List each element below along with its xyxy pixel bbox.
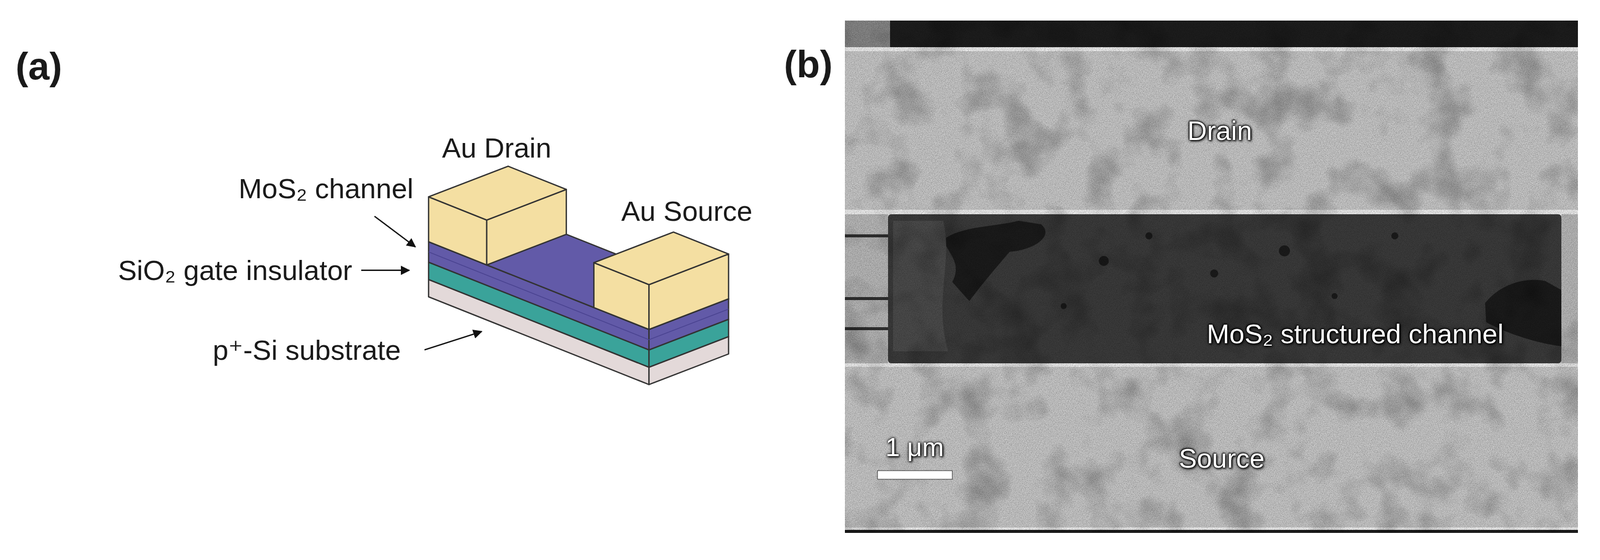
sem-mottle	[844, 20, 1578, 533]
source-top	[594, 231, 729, 285]
source-band: Source	[844, 366, 1578, 528]
region-label: Drain	[1187, 114, 1252, 147]
channel-band: MoS₂ structured channel	[844, 214, 1578, 364]
layer-name: MoS₂ channel	[238, 172, 414, 205]
leader-lines	[361, 216, 482, 350]
scale-label: 1 μm	[885, 432, 945, 463]
scale-bar	[877, 470, 953, 480]
leader-arrow	[424, 331, 482, 351]
panel-letter: (a)	[15, 44, 63, 88]
layer-name: SiO₂ gate insulator	[117, 254, 353, 287]
drain-top	[428, 166, 567, 220]
sem-grain	[844, 20, 1578, 533]
leader-arrow	[374, 216, 415, 247]
leader-arrow	[361, 269, 410, 271]
layer-name: p⁺-Si substrate	[212, 334, 401, 367]
drain-band: Drain	[844, 51, 1578, 210]
part-name: Au Drain	[442, 131, 552, 165]
region-label: Source	[1178, 442, 1265, 474]
region-label: MoS₂ structured channel	[1206, 318, 1504, 350]
part-name: Au Source	[621, 195, 753, 228]
sem-ground	[844, 20, 1578, 533]
panel-letter: (b)	[783, 42, 833, 86]
